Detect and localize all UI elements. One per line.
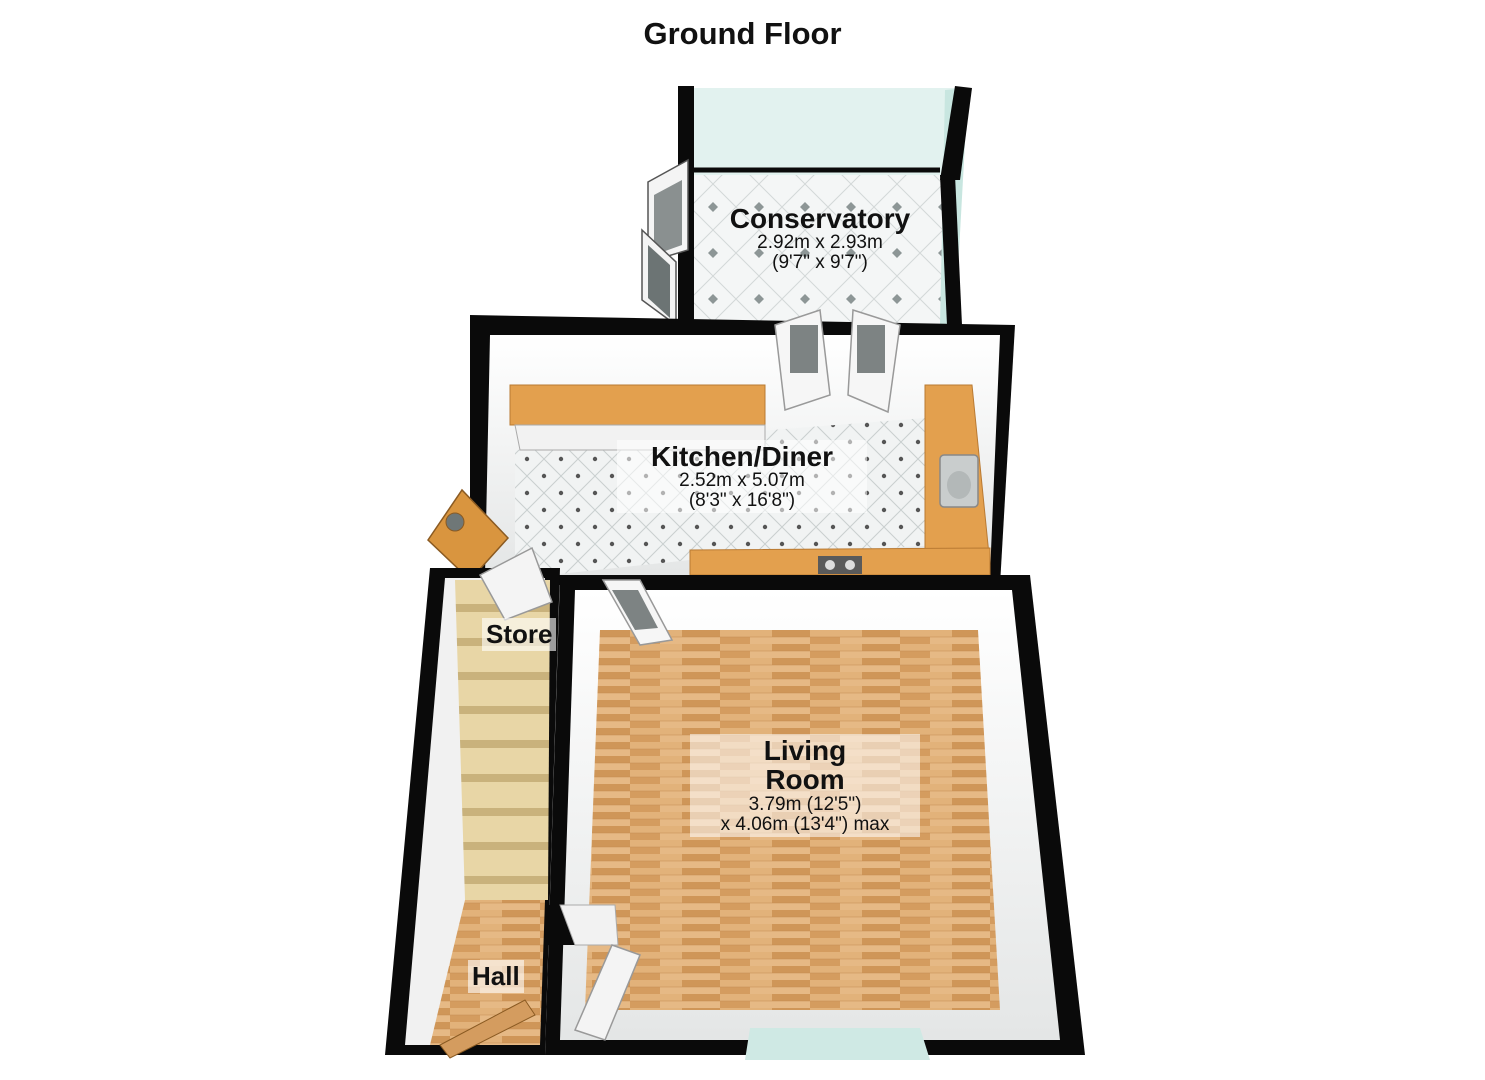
hall-label: Hall bbox=[468, 960, 524, 993]
conservatory-room bbox=[678, 86, 972, 325]
living-room-label: Living Room 3.79m (12'5") x 4.06m (13'4"… bbox=[690, 734, 920, 837]
store-label: Store bbox=[482, 618, 557, 651]
living-room-name-line2: Room bbox=[765, 764, 845, 796]
kitchen-label: Kitchen/Diner 2.52m x 5.07m (8'3" x 16'8… bbox=[617, 440, 867, 514]
conservatory-dim-metric: 2.92m x 2.93m bbox=[757, 232, 883, 254]
kitchen-french-doors bbox=[774, 308, 901, 414]
living-room-dim-line1: 3.79m (12'5") bbox=[748, 793, 862, 815]
kitchen-back-door bbox=[427, 488, 510, 582]
living-room-dim-line2: x 4.06m (13'4") max bbox=[720, 813, 890, 835]
hall-doors bbox=[439, 944, 641, 1059]
kitchen-name: Kitchen/Diner bbox=[650, 441, 834, 472]
living-room-door bbox=[601, 579, 674, 646]
living-room-name-line1: Living bbox=[763, 735, 847, 766]
kitchen-dim-imperial: (8'3" x 16'8") bbox=[688, 490, 796, 512]
conservatory-name: Conservatory bbox=[729, 203, 911, 234]
conservatory-dim-imperial: (9'7" x 9'7") bbox=[772, 252, 868, 274]
store-door bbox=[478, 546, 553, 621]
conservatory-side-door bbox=[641, 158, 689, 327]
conservatory-label: Conservatory 2.92m x 2.93m (9'7" x 9'7") bbox=[700, 204, 940, 273]
kitchen-dim-metric: 2.52m x 5.07m bbox=[679, 470, 805, 492]
hall-area bbox=[385, 568, 560, 1055]
floor-title: Ground Floor bbox=[643, 16, 842, 51]
